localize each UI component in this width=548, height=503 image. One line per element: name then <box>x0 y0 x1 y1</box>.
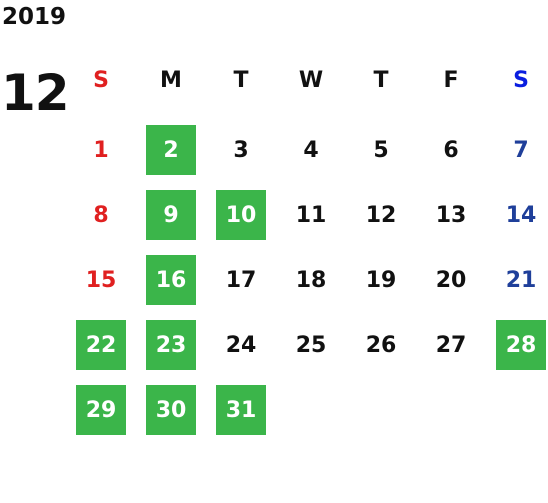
day-25[interactable]: 25 <box>295 332 327 358</box>
day-10[interactable]: 10 <box>216 190 266 240</box>
day-20[interactable]: 20 <box>435 267 467 293</box>
day-15[interactable]: 15 <box>85 267 117 293</box>
day-31[interactable]: 31 <box>216 385 266 435</box>
day-21[interactable]: 21 <box>505 267 537 293</box>
day-6[interactable]: 6 <box>443 137 459 163</box>
weekday-thu: T <box>373 67 389 93</box>
day-13[interactable]: 13 <box>435 202 467 228</box>
day-30[interactable]: 30 <box>146 385 196 435</box>
weekday-mon: M <box>160 67 182 93</box>
day-19[interactable]: 19 <box>365 267 397 293</box>
day-18[interactable]: 18 <box>295 267 327 293</box>
day-28[interactable]: 28 <box>496 320 546 370</box>
day-22[interactable]: 22 <box>76 320 126 370</box>
year-label: 2019 <box>2 4 67 30</box>
day-11[interactable]: 11 <box>295 202 327 228</box>
day-23[interactable]: 23 <box>146 320 196 370</box>
weekday-wed: W <box>298 67 324 93</box>
day-26[interactable]: 26 <box>365 332 397 358</box>
day-5[interactable]: 5 <box>373 137 389 163</box>
month-label: 12 <box>1 64 70 122</box>
day-12[interactable]: 12 <box>365 202 397 228</box>
day-14[interactable]: 14 <box>505 202 537 228</box>
day-24[interactable]: 24 <box>225 332 257 358</box>
day-8[interactable]: 8 <box>93 202 109 228</box>
weekday-sun: S <box>93 67 109 93</box>
day-27[interactable]: 27 <box>435 332 467 358</box>
day-29[interactable]: 29 <box>76 385 126 435</box>
day-2[interactable]: 2 <box>146 125 196 175</box>
day-1[interactable]: 1 <box>93 137 109 163</box>
weekday-tue: T <box>233 67 249 93</box>
day-7[interactable]: 7 <box>513 137 529 163</box>
weekday-fri: F <box>443 67 459 93</box>
day-3[interactable]: 3 <box>233 137 249 163</box>
day-9[interactable]: 9 <box>146 190 196 240</box>
weekday-sat: S <box>513 67 529 93</box>
day-16[interactable]: 16 <box>146 255 196 305</box>
day-4[interactable]: 4 <box>303 137 319 163</box>
day-17[interactable]: 17 <box>225 267 257 293</box>
